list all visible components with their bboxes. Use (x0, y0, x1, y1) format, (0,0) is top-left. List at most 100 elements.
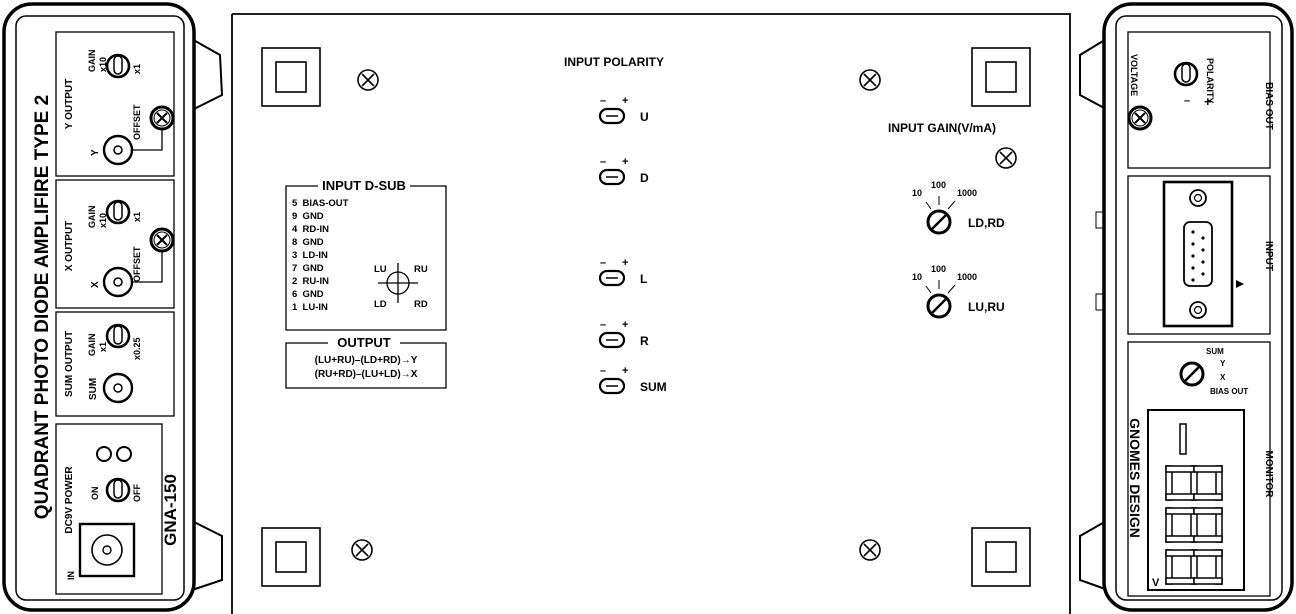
y-output-bnc[interactable] (102, 134, 134, 166)
y-offset-trimmer[interactable] (149, 105, 175, 131)
y-gain-toggle[interactable] (105, 53, 131, 79)
y-x10-label: x10 (98, 57, 108, 72)
sum-x1-label: x1 (98, 342, 108, 352)
dsub-pin-label: 8 GND (292, 237, 324, 248)
output-formula-y: (LU+RU)–(LD+RD)→Y (315, 355, 418, 366)
right-panel: BIAS OUT VOLTAGE POLARITY + – INPUT MONI… (1079, 2, 1294, 612)
polarity-switch-label: SUM (640, 380, 667, 394)
x-gain-label: GAIN (87, 206, 97, 229)
screw-icon (995, 147, 1017, 169)
selector-sum-label: SUM (1206, 347, 1224, 356)
sum-output-bnc[interactable] (102, 372, 134, 404)
polarity-switch-r[interactable]: – + R (598, 319, 649, 349)
x-output-label: X OUTPUT (64, 221, 75, 272)
power-toggle[interactable] (105, 477, 131, 503)
monitor-label: MONITOR (1263, 450, 1274, 498)
x-x10-label: x10 (98, 213, 108, 228)
polarity-switch-label: R (640, 334, 649, 348)
dsub-pin-label: 4 RD-IN (292, 224, 329, 235)
input-polarity-title: INPUT POLARITY (564, 55, 664, 69)
display-segment (1193, 507, 1223, 515)
gain-scale-10: 10 (912, 188, 922, 198)
bias-voltage-trimmer[interactable] (1127, 105, 1153, 131)
polarity-switch-u[interactable]: – + U (598, 95, 649, 125)
quadrant-rd-label: RD (414, 299, 428, 310)
display-unit-label: V (1152, 577, 1160, 589)
bias-polarity-toggle[interactable] (1173, 61, 1199, 87)
power-led-1-icon (96, 446, 112, 462)
y-offset-label: OFFSET (132, 104, 142, 140)
y-bnc-label: Y (90, 149, 101, 156)
sum-bnc-label: SUM (88, 378, 99, 400)
monitor-selector-knob[interactable] (1179, 361, 1205, 387)
polarity-label: POLARITY (1205, 58, 1215, 104)
input-label: INPUT (1263, 241, 1274, 271)
x-output-bnc[interactable] (102, 266, 134, 298)
sum-x025-label: x0.25 (132, 337, 142, 360)
y-x1-label: x1 (132, 64, 142, 74)
x-offset-trimmer[interactable] (149, 227, 175, 253)
display-segment (1179, 423, 1187, 455)
screw-icon (351, 539, 373, 561)
bias-out-label: BIAS OUT (1263, 82, 1274, 130)
gain-scale-100: 100 (931, 180, 946, 190)
polarity-plus-label: + (622, 257, 628, 269)
polarity-plus-label: + (622, 95, 628, 107)
polarity-switch-sum[interactable]: – + SUM (598, 365, 667, 395)
quadrant-ld-label: LD (374, 299, 387, 310)
quadrant-detector-icon (386, 271, 410, 295)
polarity-plus-label: + (622, 365, 628, 377)
center-panel: INPUT POLARITY – + U – + D – + L – + R –… (231, 13, 1071, 614)
power-on-label: ON (90, 487, 100, 501)
polarity-minus-label: – (600, 156, 606, 168)
y-output-label: Y OUTPUT (64, 79, 75, 129)
x-offset-label: OFFSET (132, 246, 142, 282)
input-gain-title: INPUT GAIN(V/mA) (888, 121, 996, 135)
polarity-plus-label: + (1204, 94, 1212, 109)
display-segment (1165, 493, 1195, 501)
gain-scale-1000: 1000 (957, 272, 977, 282)
polarity-switch-label: L (640, 272, 647, 286)
screw-icon (859, 539, 881, 561)
dsub-pin-label: 2 RU-IN (292, 276, 329, 287)
polarity-switch-l[interactable]: – + L (598, 257, 647, 287)
voltage-label: VOLTAGE (1129, 54, 1139, 96)
display-segment (1165, 507, 1195, 515)
sum-gain-toggle[interactable] (105, 323, 131, 349)
power-led-2-icon (116, 446, 132, 462)
gain-knob-lu-ru[interactable]: 10 100 1000 LU,RU (912, 264, 1005, 319)
dsub-connector[interactable] (1162, 180, 1234, 328)
dsub-title: INPUT D-SUB (322, 178, 406, 193)
polarity-minus-label: – (1184, 95, 1190, 107)
display-segment (1165, 549, 1195, 557)
power-in-label: IN (66, 571, 76, 580)
display-segment (1165, 577, 1195, 585)
output-title: OUTPUT (337, 335, 391, 350)
model-label: GNA-150 (161, 474, 180, 546)
display-segment (1193, 465, 1223, 473)
gain-scale-1000: 1000 (957, 188, 977, 198)
display-segment (1165, 535, 1195, 543)
gain-knob-ld-rd[interactable]: 10 100 1000 LD,RD (912, 180, 1005, 235)
power-off-label: OFF (132, 484, 142, 502)
brand-label: GNOMES DESIGN (1127, 418, 1143, 538)
dsub-pin-label: 1 LU-IN (292, 302, 328, 313)
dsub-pin-label: 6 GND (292, 289, 324, 300)
polarity-minus-label: – (600, 319, 606, 331)
selector-x-label: X (1220, 373, 1226, 382)
sum-output-label: SUM OUTPUT (64, 331, 75, 397)
y-gain-label: GAIN (87, 50, 97, 73)
device-title: QUADRANT PHOTO DIODE AMPLIFIRE TYPE 2 (32, 95, 53, 519)
display-segment (1165, 465, 1195, 473)
screw-icon (859, 69, 881, 91)
polarity-minus-label: – (600, 365, 606, 377)
dc-jack-pin-icon (102, 545, 112, 555)
dsub-pin-label: 5 BIAS-OUT (292, 198, 349, 209)
x-gain-toggle[interactable] (105, 199, 131, 225)
polarity-switch-d[interactable]: – + D (598, 156, 649, 186)
power-label: DC9V POWER (64, 466, 75, 534)
dsub-legend: INPUT D-SUB 5 BIAS-OUT 9 GND 4 RD-IN 8 G… (285, 178, 447, 331)
pin-marker-icon (1236, 280, 1244, 288)
x-x1-label: x1 (132, 212, 142, 222)
output-formula-x: (RU+RD)–(LU+LD)→X (315, 369, 418, 380)
